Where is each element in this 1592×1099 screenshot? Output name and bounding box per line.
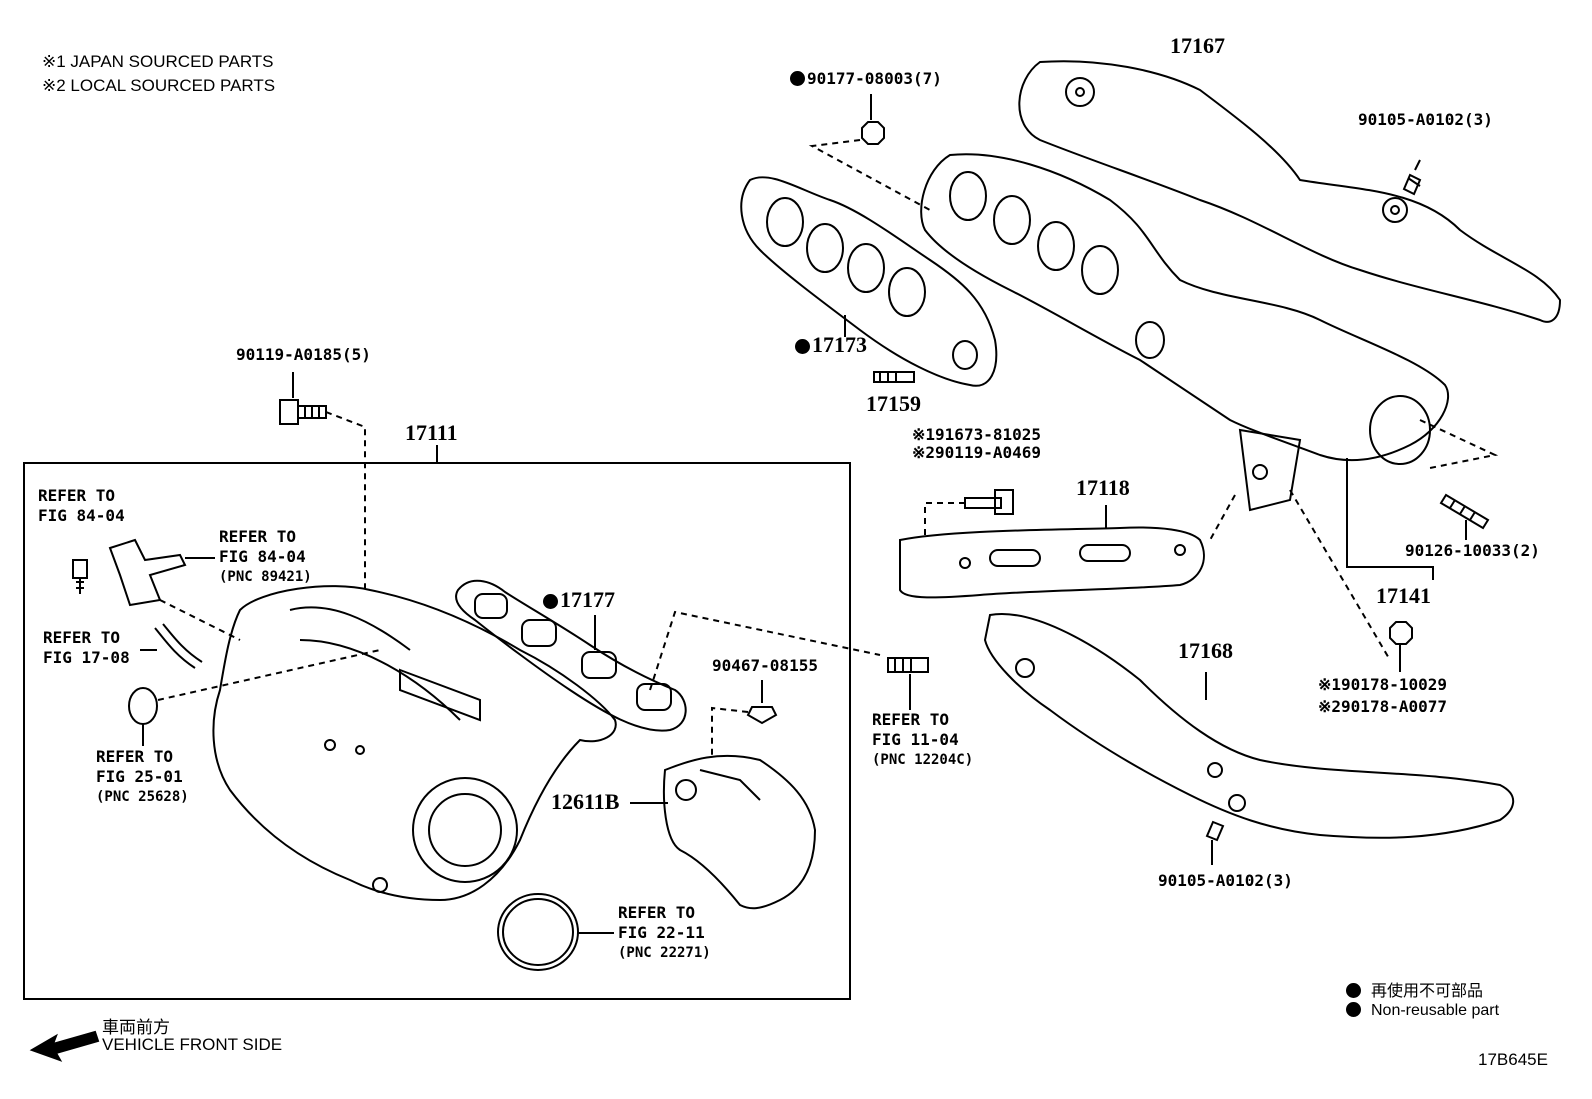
heat-insulator-upper — [1018, 60, 1562, 323]
part-17141[interactable]: 17141 — [1376, 583, 1431, 608]
hose-17-08 — [154, 623, 203, 669]
dashed-90467 — [711, 706, 749, 755]
dashed-91673 — [924, 494, 1236, 541]
exhaust-gasket — [740, 176, 998, 387]
direction-jp: 車両前方 — [102, 1018, 170, 1037]
bolt-91673 — [964, 489, 1014, 515]
dashed-90177 — [808, 139, 931, 211]
bolt-90105-bottom — [1205, 820, 1225, 865]
non-reusable-dot-icon — [1346, 983, 1361, 998]
dashed-17141 — [1289, 419, 1499, 661]
part-17173[interactable]: 17173 — [795, 334, 867, 356]
part-17177[interactable]: 17177 — [543, 589, 615, 611]
legend-jp: 再使用不可部品 — [1346, 977, 1483, 1001]
part-90177[interactable]: 90177-08003(7) — [790, 69, 942, 89]
ref-84-04-right[interactable]: REFER TO FIG 84-04 (PNC 89421) — [219, 527, 312, 585]
ref-11-04[interactable]: REFER TO FIG 11-04 (PNC 12204C) — [872, 710, 974, 768]
bracket-17141 — [1346, 458, 1434, 580]
figure-id: 17B645E — [1478, 1050, 1548, 1069]
non-reusable-dot-icon — [1346, 1002, 1361, 1017]
assembly-frame — [23, 462, 851, 1000]
part-17118[interactable]: 17118 — [1076, 475, 1130, 500]
part-90467[interactable]: 90467-08155 — [712, 656, 818, 675]
part-90119-a0469[interactable]: ※290119-A0469 — [912, 443, 1041, 462]
non-reusable-dot-icon — [790, 71, 805, 86]
part-17168[interactable]: 17168 — [1178, 638, 1233, 663]
dashed-90119-a0185 — [325, 411, 366, 590]
part-90178-a0077[interactable]: ※290178-A0077 — [1318, 697, 1447, 716]
stud-90126 — [1439, 493, 1490, 530]
intake-manifold — [212, 585, 617, 902]
ref-25-01[interactable]: REFER TO FIG 25-01 (PNC 25628) — [96, 747, 189, 805]
part-90119-a0185[interactable]: 90119-A0185(5) — [236, 345, 371, 364]
vsv-11-04 — [887, 657, 929, 673]
dashed-17177 — [649, 610, 881, 691]
part-90126[interactable]: 90126-10033(2) — [1405, 541, 1540, 560]
sensor-bolt — [72, 559, 88, 594]
dashed-sensor — [159, 599, 241, 641]
part-17111[interactable]: 17111 — [405, 420, 458, 445]
clamp-25-01 — [128, 687, 158, 725]
clip-90467 — [746, 706, 778, 725]
ref-22-11[interactable]: REFER TO FIG 22-11 (PNC 22271) — [618, 903, 711, 961]
part-12611b[interactable]: 12611B — [551, 789, 620, 814]
direction-en: VEHICLE FRONT SIDE — [102, 1035, 283, 1054]
part-90178-10029[interactable]: ※190178-10029 — [1318, 675, 1447, 694]
ref-17-08[interactable]: REFER TO FIG 17-08 — [43, 628, 130, 667]
dashed-25-01 — [157, 649, 381, 701]
stud-17159 — [873, 371, 915, 383]
part-90105-bottom[interactable]: 90105-A0102(3) — [1158, 871, 1293, 890]
intake-gasket — [455, 579, 687, 732]
nut-90178 — [1389, 621, 1413, 645]
exhaust-manifold — [920, 153, 1450, 462]
legend-en: Non-reusable part — [1346, 1002, 1499, 1020]
part-17159[interactable]: 17159 — [866, 391, 921, 416]
part-90105-top[interactable]: 90105-A0102(3) — [1358, 110, 1493, 129]
throttle-gasket — [497, 893, 579, 971]
non-reusable-dot-icon — [543, 594, 558, 609]
part-17167[interactable]: 17167 — [1170, 33, 1225, 58]
bolt-90119-a0185 — [279, 399, 327, 425]
note-local-sourced: ※2 LOCAL SOURCED PARTS — [42, 76, 276, 95]
insulator-12611b — [662, 754, 817, 910]
part-91673-81025[interactable]: ※191673-81025 — [912, 425, 1041, 444]
front-arrow-icon — [29, 1030, 100, 1062]
heat-insulator-lower — [983, 613, 1515, 839]
ref-84-04-left[interactable]: REFER TO FIG 84-04 — [38, 486, 125, 525]
sensor — [108, 538, 187, 607]
bolt-90105-top — [1402, 159, 1422, 196]
note-japan-sourced: ※1 JAPAN SOURCED PARTS — [42, 52, 274, 71]
manifold-stay — [899, 526, 1205, 599]
nut-90177 — [861, 121, 885, 145]
non-reusable-dot-icon — [795, 339, 810, 354]
